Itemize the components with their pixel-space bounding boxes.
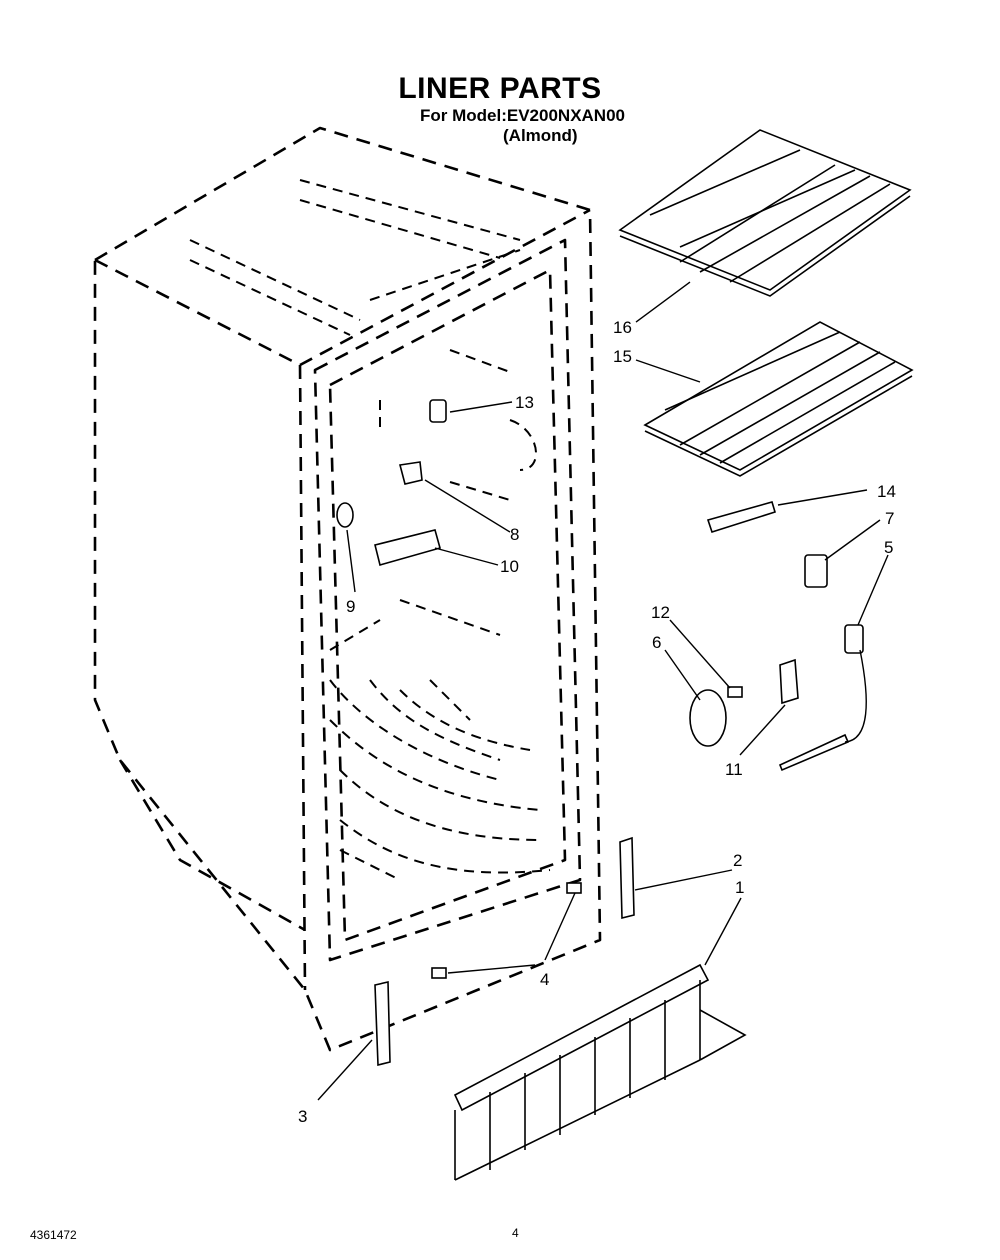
wire-shelf-upper — [618, 129, 912, 297]
callout-8: 8 — [510, 525, 519, 544]
bulb-9 — [336, 502, 354, 528]
rail-3 — [374, 981, 391, 1067]
small-parts — [336, 399, 867, 1067]
callout-11: 11 — [725, 760, 743, 779]
screw-4a — [566, 882, 582, 894]
callout-6: 6 — [652, 633, 661, 652]
callout-9: 9 — [346, 597, 355, 616]
light-shield-10 — [374, 529, 441, 566]
light-socket-8 — [398, 461, 423, 485]
screw-4b — [431, 967, 447, 979]
screw-12 — [727, 686, 743, 698]
callout-4: 4 — [540, 970, 549, 989]
callout-2: 2 — [733, 851, 742, 870]
rail-2 — [619, 836, 635, 920]
hinge-bracket-14 — [706, 501, 776, 534]
callout-1: 1 — [735, 878, 744, 897]
sensor-tube — [778, 733, 850, 772]
wire-shelf-lower — [643, 321, 914, 477]
callout-10: 10 — [500, 557, 519, 576]
document-number: 4361472 — [30, 1228, 77, 1242]
color-line: (Almond) — [503, 126, 578, 145]
leader-lines — [317, 281, 889, 1101]
callout-labels: 1 2 3 4 5 6 7 8 9 10 11 12 13 14 15 16 — [298, 318, 896, 1126]
callout-16: 16 — [613, 318, 632, 337]
knob-6 — [689, 689, 727, 747]
callout-13: 13 — [515, 393, 534, 412]
callout-15: 15 — [613, 347, 632, 366]
page-title: LINER PARTS — [398, 72, 602, 105]
cabinet-outline — [93, 126, 602, 1052]
thermostat-5 — [844, 624, 864, 654]
callout-7: 7 — [885, 509, 894, 528]
callout-5: 5 — [884, 538, 893, 557]
callout-14: 14 — [877, 482, 896, 501]
switch-7 — [804, 554, 828, 588]
wire-basket — [453, 963, 747, 1181]
callout-12: 12 — [651, 603, 670, 622]
page-number: 4 — [512, 1226, 519, 1240]
model-line: For Model:EV200NXAN00 — [420, 106, 625, 125]
socket-13 — [429, 399, 447, 423]
bracket-11 — [779, 658, 799, 705]
callout-3: 3 — [298, 1107, 307, 1126]
